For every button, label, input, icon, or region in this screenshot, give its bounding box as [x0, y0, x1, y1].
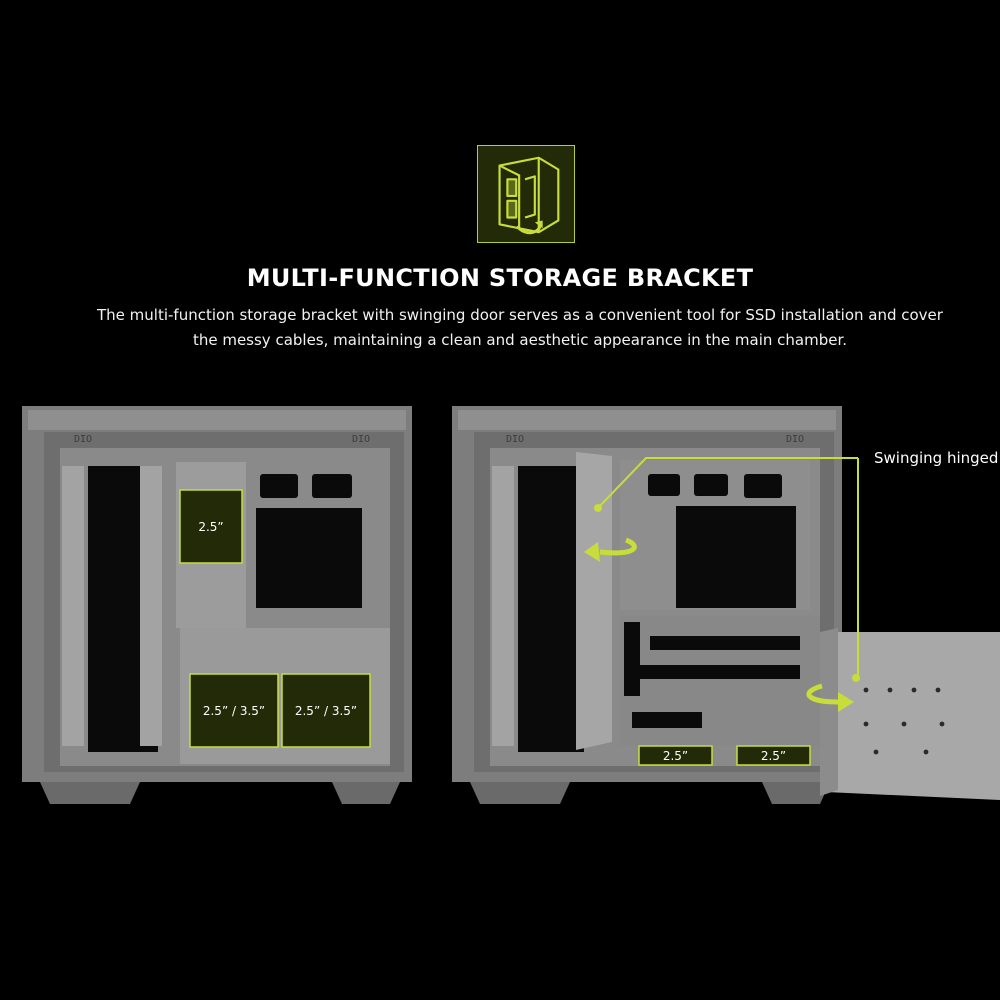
- storage-bracket-icon: [477, 145, 575, 243]
- svg-text:DIO: DIO: [352, 434, 370, 445]
- rotate-arrow-icon: [806, 683, 854, 712]
- swinging-hinge-callout-line: [597, 457, 859, 676]
- slot-highlight: [638, 745, 713, 766]
- slot-highlight: [736, 745, 811, 766]
- right-case-image: DIO DIO: [452, 406, 1000, 804]
- section-description: The multi-function storage bracket with …: [97, 306, 943, 349]
- svg-text:DIO: DIO: [74, 434, 92, 445]
- svg-text:DIO: DIO: [786, 434, 804, 445]
- slot-label: 2.5”: [760, 748, 787, 763]
- bracket-drawing: [498, 156, 560, 235]
- svg-text:DIO: DIO: [506, 434, 524, 445]
- swinging-hinged-callout: Swinging hinged: [874, 449, 999, 467]
- slot-label: 2.5” / 3.5”: [294, 703, 358, 718]
- slot-label: 2.5” / 3.5”: [202, 703, 266, 718]
- slot-label: 2.5”: [662, 748, 689, 763]
- section-title: MULTI-FUNCTION STORAGE BRACKET: [246, 264, 754, 292]
- slot-highlight: [189, 673, 279, 748]
- slot-highlight: [281, 673, 371, 748]
- slot-label: 2.5”: [198, 519, 224, 534]
- rotate-arrow-icon: [584, 537, 637, 562]
- slot-highlight: [179, 489, 243, 564]
